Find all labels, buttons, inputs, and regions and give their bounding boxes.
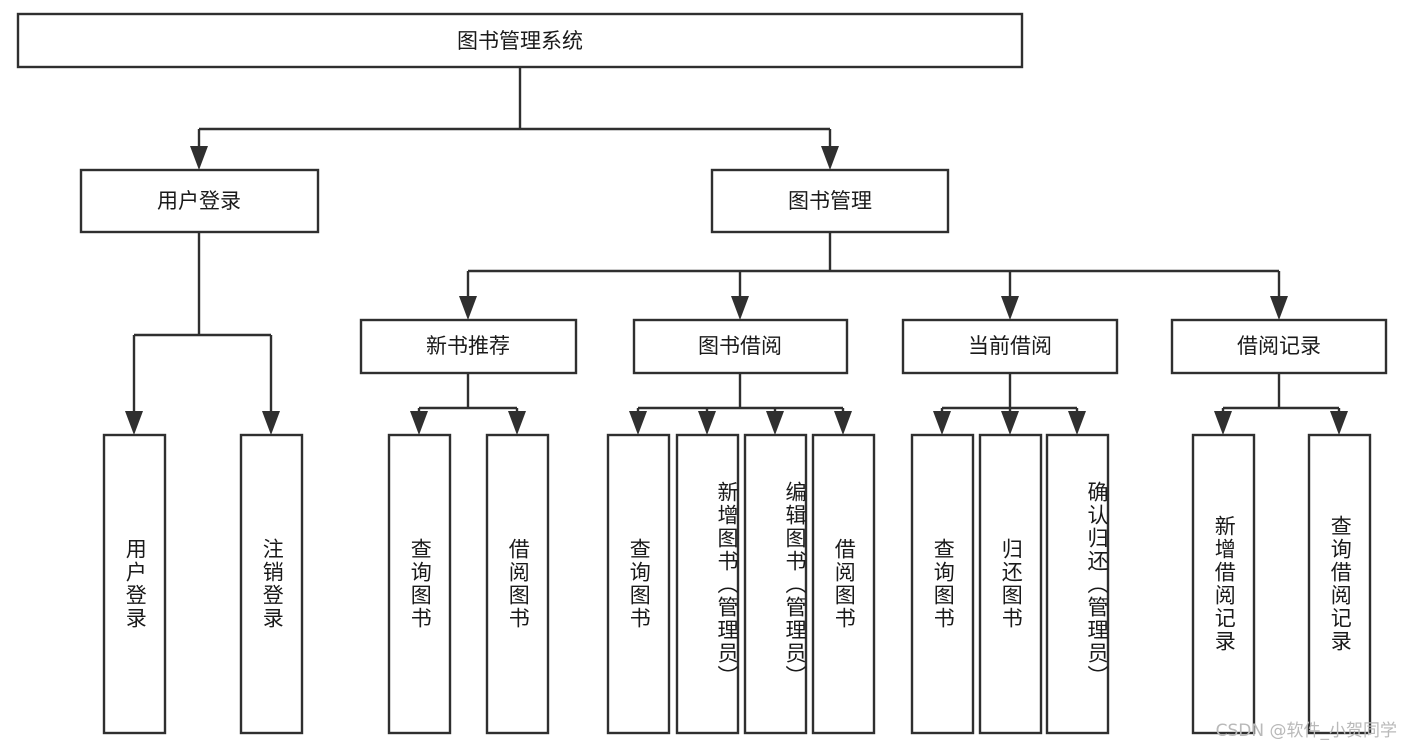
label-leaf-return-book: 归还图书 [999, 538, 1024, 630]
label-leaf-query-book-3: 查询图书 [931, 538, 956, 630]
label-leaf-query-book-2: 查询图书 [627, 538, 652, 630]
arrow-head-leaf-user-login [125, 411, 143, 435]
node-current-borrow[interactable] [901, 318, 1119, 375]
label-leaf-user-login: 用户登录 [123, 538, 148, 630]
arrow-head-newbook-leaf-2 [508, 411, 526, 435]
node-root[interactable] [16, 12, 1024, 69]
label-new-book-recommend: 新书推荐 [426, 334, 510, 358]
node-leaf-borrow-book-2[interactable] [811, 433, 876, 735]
label-leaf-borrow-book-1: 借阅图书 [506, 538, 531, 630]
node-leaf-query-book-2[interactable] [606, 433, 671, 735]
label-leaf-edit-book-admin: 编辑图书（管理员） [783, 480, 807, 688]
label-leaf-confirm-return-admin: 确认归还（管理员） [1085, 480, 1109, 688]
node-book-manage[interactable] [710, 168, 950, 234]
node-leaf-confirm-return-admin[interactable] [1045, 433, 1110, 735]
arrow-head-current-borrow [1001, 296, 1019, 320]
label-borrow-record: 借阅记录 [1237, 334, 1321, 358]
box-group [16, 12, 1388, 735]
arrow-head-currentborrow-leaf-3 [1068, 411, 1086, 435]
label-root: 图书管理系统 [457, 29, 583, 53]
arrow-head-book-manage [821, 146, 839, 170]
node-leaf-query-book-1[interactable] [387, 433, 452, 735]
arrow-head-bookborrow-leaf-3 [766, 411, 784, 435]
node-leaf-query-borrow-record[interactable] [1307, 433, 1372, 735]
node-book-borrow[interactable] [632, 318, 849, 375]
node-leaf-return-book[interactable] [978, 433, 1043, 735]
horizontal-label-group: 图书管理系统 用户登录 图书管理 新书推荐 图书借阅 当前借阅 借阅记录 [157, 29, 1321, 358]
node-borrow-record[interactable] [1170, 318, 1388, 375]
connector-group [125, 67, 1348, 435]
node-leaf-logout[interactable] [239, 433, 304, 735]
arrow-head-bookborrow-leaf-1 [629, 411, 647, 435]
arrow-head-borrow-record [1270, 296, 1288, 320]
arrow-head-borrowrecord-leaf-2 [1330, 411, 1348, 435]
node-user-login[interactable] [79, 168, 320, 234]
arrow-head-currentborrow-leaf-2 [1001, 411, 1019, 435]
arrow-head-bookborrow-leaf-2 [698, 411, 716, 435]
arrow-head-new-book [459, 296, 477, 320]
label-book-borrow: 图书借阅 [698, 334, 782, 358]
label-current-borrow: 当前借阅 [968, 334, 1052, 358]
arrow-head-leaf-logout [262, 411, 280, 435]
watermark-text: CSDN @软件_小贺同学 [1215, 721, 1397, 741]
label-leaf-query-borrow-record: 查询借阅记录 [1328, 515, 1353, 653]
arrow-head-newbook-leaf-1 [410, 411, 428, 435]
label-leaf-add-borrow-record: 新增借阅记录 [1212, 515, 1237, 653]
node-leaf-query-book-3[interactable] [910, 433, 975, 735]
arrow-head-borrowrecord-leaf-1 [1214, 411, 1232, 435]
node-leaf-borrow-book-1[interactable] [485, 433, 550, 735]
label-leaf-borrow-book-2: 借阅图书 [832, 538, 857, 630]
arrow-head-user-login [190, 146, 208, 170]
label-leaf-logout: 注销登录 [260, 538, 285, 630]
label-leaf-query-book-1: 查询图书 [408, 538, 433, 630]
arrow-head-book-borrow [731, 296, 749, 320]
node-leaf-user-login[interactable] [102, 433, 167, 735]
node-leaf-add-borrow-record[interactable] [1191, 433, 1256, 735]
node-leaf-add-book-admin[interactable] [675, 433, 740, 735]
node-leaf-edit-book-admin[interactable] [743, 433, 808, 735]
label-leaf-add-book-admin: 新增图书（管理员） [715, 480, 739, 688]
node-new-book-recommend[interactable] [359, 318, 578, 375]
arrow-head-bookborrow-leaf-4 [834, 411, 852, 435]
label-book-manage: 图书管理 [788, 189, 872, 213]
arrow-head-currentborrow-leaf-1 [933, 411, 951, 435]
label-user-login: 用户登录 [157, 189, 241, 213]
